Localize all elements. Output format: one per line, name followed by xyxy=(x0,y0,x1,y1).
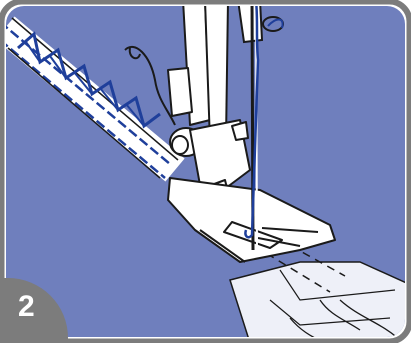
step-number: 2 xyxy=(18,292,35,322)
fabric-fold-lower xyxy=(230,262,411,343)
